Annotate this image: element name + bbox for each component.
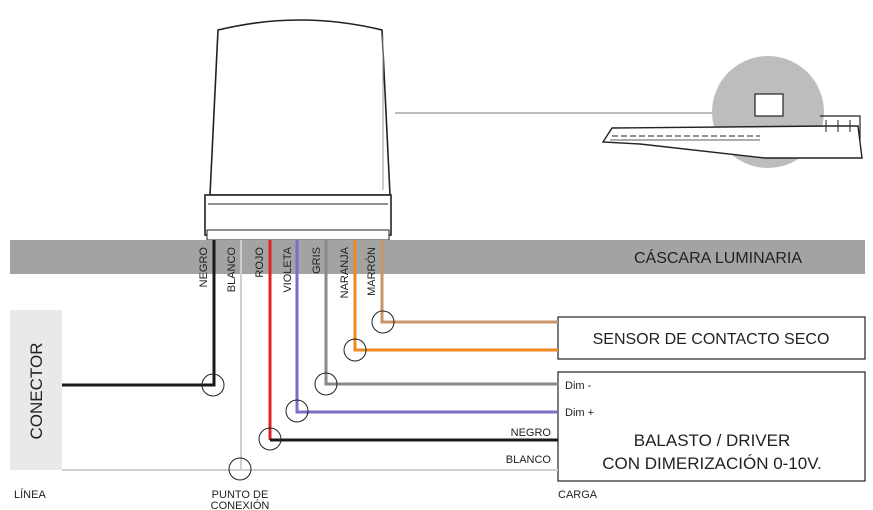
junction-gris — [314, 372, 338, 396]
driver-title-line1: BALASTO / DRIVER — [634, 431, 791, 450]
wire-naranja — [353, 240, 558, 352]
carga-label: CARGA — [558, 489, 598, 501]
sensor-box — [557, 316, 866, 360]
wire-label-naranja: NARANJA — [339, 246, 351, 298]
connector-label: CONECTOR — [27, 343, 46, 440]
junction-negro-connector — [201, 373, 225, 397]
connector-box — [10, 310, 62, 470]
wire-label-blanco: BLANCO — [226, 247, 238, 293]
wire-label-negro: NEGRO — [198, 247, 210, 288]
dim-plus-label: Dim + — [565, 407, 594, 419]
wire-label-rojo: ROJO — [254, 247, 266, 278]
junction-violeta — [285, 399, 309, 423]
punto-conexion-line2: CONEXIÓN — [211, 499, 270, 510]
linea-label: LÍNEA — [14, 488, 46, 501]
shell-band — [10, 240, 865, 274]
driver-title-line2: CON DIMERIZACIÓN 0-10V. — [602, 454, 821, 473]
junction-blanco — [228, 457, 252, 481]
photocell-sensor-icon — [204, 19, 392, 241]
driver-box — [557, 371, 866, 482]
sensor-label: SENSOR DE CONTACTO SECO — [593, 331, 830, 348]
luminaire-icon — [601, 56, 863, 168]
connection-points — [201, 310, 395, 481]
junction-naranja — [343, 338, 367, 362]
wire-violeta — [295, 240, 558, 414]
wire-label-violeta: VIOLETA — [282, 246, 294, 292]
wire-marron — [380, 240, 558, 324]
wire-label-gris: GRIS — [311, 247, 323, 274]
driver-blanco-label: BLANCO — [506, 454, 552, 466]
junction-rojo — [258, 427, 282, 451]
punto-conexion-line1: PUNTO DE — [212, 489, 269, 501]
wire-label-marron: MARRÓN — [365, 247, 378, 296]
wires — [62, 240, 558, 471]
dim-minus-label: Dim - — [565, 380, 592, 392]
junction-marron — [371, 310, 395, 334]
wire-gris — [324, 240, 558, 386]
shell-label: CÁSCARA LUMINARIA — [634, 248, 802, 267]
wire-negro — [62, 240, 216, 387]
driver-negro-label: NEGRO — [511, 427, 552, 439]
